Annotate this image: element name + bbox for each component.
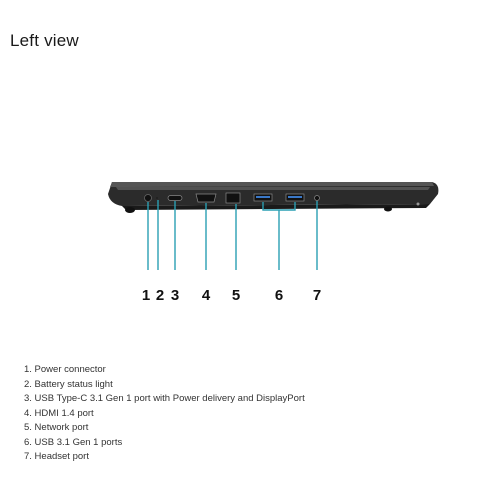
callout-lines — [147, 200, 318, 270]
list-item: 3. USB Type-C 3.1 Gen 1 port with Power … — [24, 393, 305, 404]
list-item: 4. HDMI 1.4 port — [24, 407, 94, 419]
list-item: 2. Battery status light — [24, 378, 113, 390]
callout-4: 4 — [201, 287, 211, 304]
callout-1: 1 — [141, 287, 151, 304]
section-title: Left view — [10, 31, 79, 50]
callout-5: 5 — [231, 287, 241, 304]
callout-3: 3 — [170, 287, 180, 304]
callout-7: 7 — [312, 287, 322, 304]
callout-2: 2 — [155, 287, 165, 304]
list-item: 7. Headset port — [24, 451, 89, 462]
list-item: 6. USB 3.1 Gen 1 ports — [24, 436, 123, 448]
callout-6: 6 — [274, 287, 284, 304]
laptop-body — [108, 182, 439, 213]
laptop-left-side-illustration — [108, 182, 439, 270]
list-item: 5. Network port — [24, 422, 89, 433]
list-item: 1. Power connector — [24, 364, 106, 375]
port-legend-list: 1. Power connector 2. Battery status lig… — [24, 363, 305, 465]
